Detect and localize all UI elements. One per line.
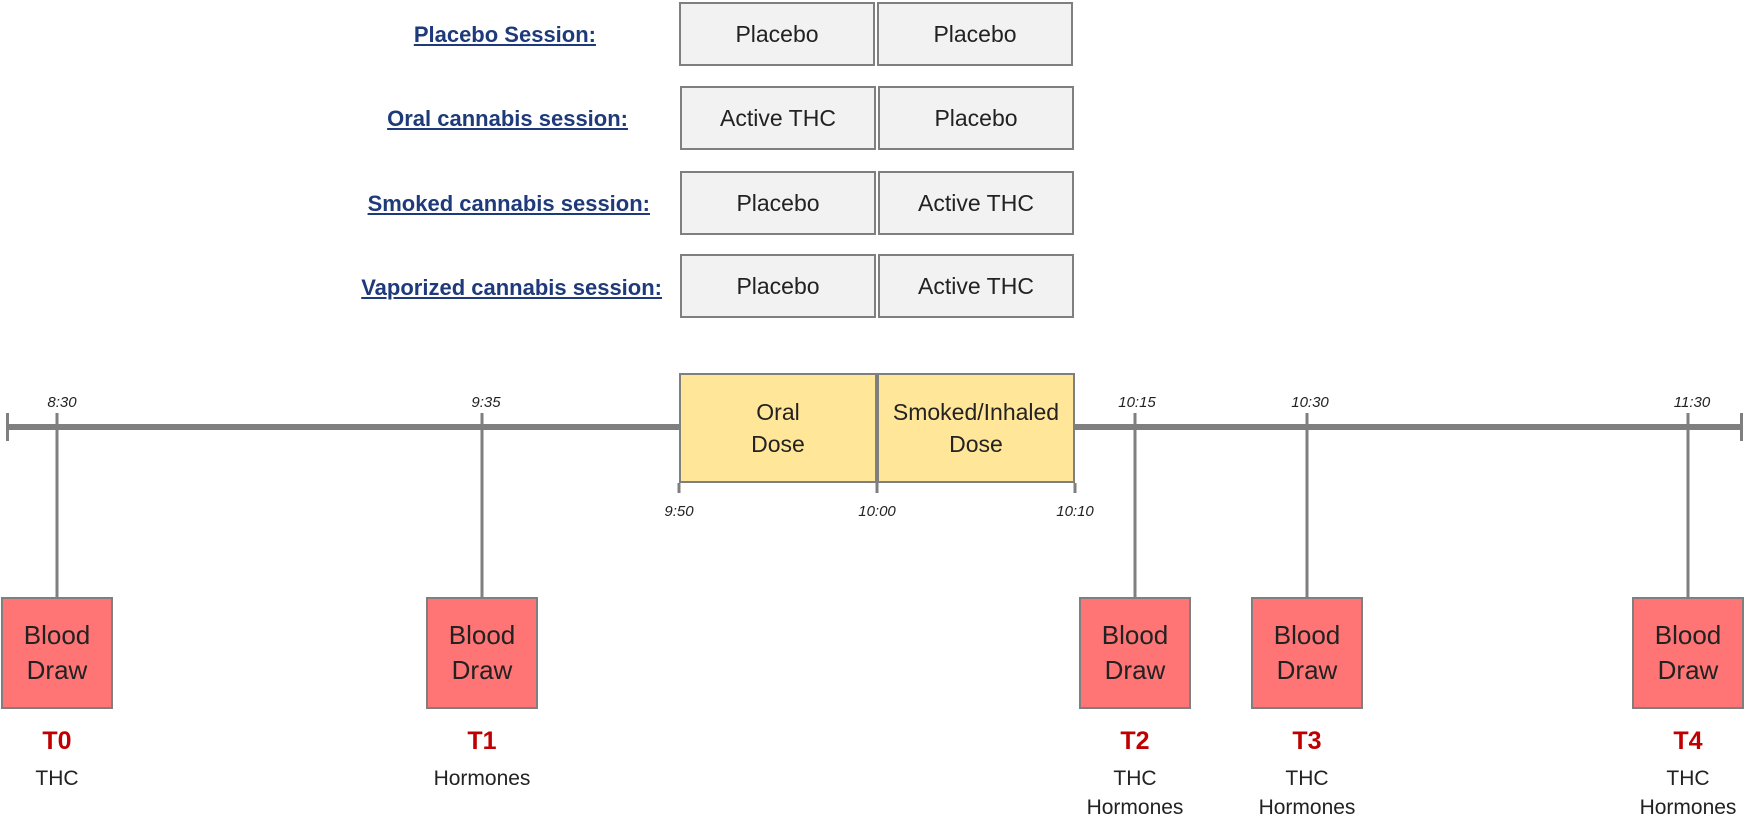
box-line: Blood — [1273, 619, 1341, 650]
time-label: 11:30 — [1673, 394, 1711, 411]
box-line: Draw — [451, 655, 513, 685]
connector-line — [1686, 413, 1690, 598]
timepoint-label: T4 — [1673, 727, 1703, 755]
session-cell-second: Placebo — [877, 2, 1073, 66]
note-line: THC — [1285, 767, 1329, 790]
note-line: Hormones — [1258, 796, 1356, 820]
timepoint-note: Hormones — [434, 764, 531, 793]
note-line: THC — [1113, 767, 1157, 790]
connector-line — [1133, 413, 1137, 598]
timepoint-note: THC Hormones — [1259, 764, 1356, 823]
timeline-end-cap — [1740, 413, 1743, 441]
time-label: 8:30 — [47, 394, 77, 411]
session-cell-second: Placebo — [878, 86, 1074, 150]
time-label: 10:15 — [1118, 394, 1156, 411]
dose-tick — [677, 483, 681, 493]
box-line: Draw — [1104, 655, 1166, 685]
time-label: 10:30 — [1291, 394, 1329, 411]
timepoint-label: T1 — [467, 727, 497, 755]
session-cell-second: Active THC — [878, 171, 1074, 235]
session-label: Oral cannabis session: — [387, 106, 628, 131]
box-line: Blood — [1101, 619, 1169, 650]
session-cell-second: Active THC — [878, 254, 1074, 318]
box-line: Draw — [26, 655, 88, 685]
time-label: 9:50 — [664, 503, 694, 520]
dose-line: Smoked/Inhaled — [892, 398, 1060, 425]
session-label: Smoked cannabis session: — [367, 191, 650, 216]
dose-line: Dose — [751, 431, 805, 457]
time-label: 9:35 — [471, 394, 501, 411]
dose-tick — [1073, 483, 1077, 493]
connector-line — [480, 413, 484, 598]
note-line: Hormones — [1639, 796, 1737, 820]
timeline-start-cap — [6, 413, 9, 441]
timepoint-label: T2 — [1120, 727, 1150, 755]
dose-line: Oral — [756, 398, 800, 425]
timepoint-label: T0 — [42, 727, 72, 755]
time-label: 10:00 — [858, 503, 896, 520]
session-cell-first: Placebo — [680, 254, 876, 318]
timepoint-note: THC Hormones — [1640, 764, 1737, 823]
box-line: Blood — [448, 619, 516, 650]
session-cell-first: Placebo — [680, 171, 876, 235]
session-label: Vaporized cannabis session: — [361, 275, 662, 300]
timepoint-note: THC — [35, 764, 78, 793]
box-line: Draw — [1276, 655, 1338, 685]
note-line: THC — [1666, 767, 1710, 790]
connector-line — [1305, 413, 1309, 598]
box-line: Blood — [1654, 619, 1722, 650]
session-label: Placebo Session: — [413, 22, 596, 47]
connector-line — [55, 413, 59, 598]
note-line: THC — [35, 767, 79, 790]
box-line: Draw — [1657, 655, 1719, 685]
note-line: Hormones — [1086, 796, 1184, 820]
dose-line: Dose — [949, 431, 1003, 457]
box-line: Blood — [23, 619, 91, 650]
session-cell-first: Placebo — [679, 2, 875, 66]
timepoint-note: THC Hormones — [1087, 764, 1184, 823]
timepoint-label: T3 — [1292, 727, 1322, 755]
dose-tick — [875, 483, 879, 493]
session-cell-first: Active THC — [680, 86, 876, 150]
time-label: 10:10 — [1056, 503, 1094, 520]
note-line: Hormones — [433, 767, 531, 790]
